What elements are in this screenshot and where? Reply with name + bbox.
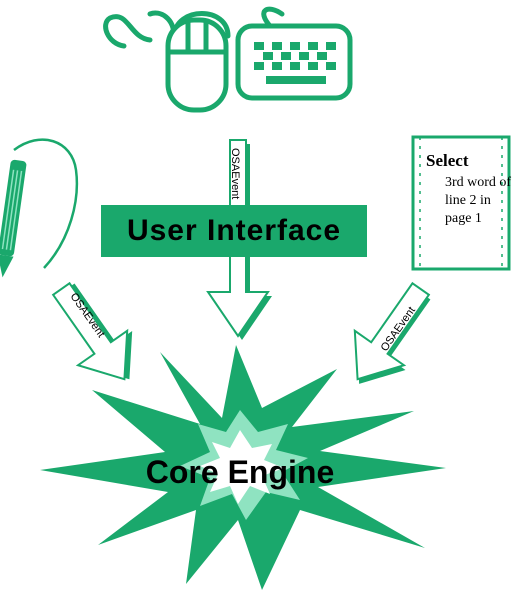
user-interface-banner: [101, 205, 367, 257]
document-icon: [411, 135, 511, 271]
document-line-1: 3rd word of: [445, 175, 512, 190]
document-line-2: line 2 in: [445, 193, 491, 208]
right-event-arrow: [353, 281, 431, 384]
user-interface-title: User Interface: [126, 214, 342, 247]
mouse-icon: [103, 10, 231, 113]
left-event-arrow: [51, 281, 133, 381]
core-engine-starburst: [40, 345, 446, 590]
top-event-label: OSAEvent: [229, 148, 241, 199]
document-line-3: page 1: [445, 211, 482, 226]
keyboard-icon: [235, 6, 353, 101]
core-engine-label: Core Engine: [145, 453, 335, 490]
document-heading: Select: [426, 151, 469, 170]
pen-icon: [0, 138, 79, 278]
